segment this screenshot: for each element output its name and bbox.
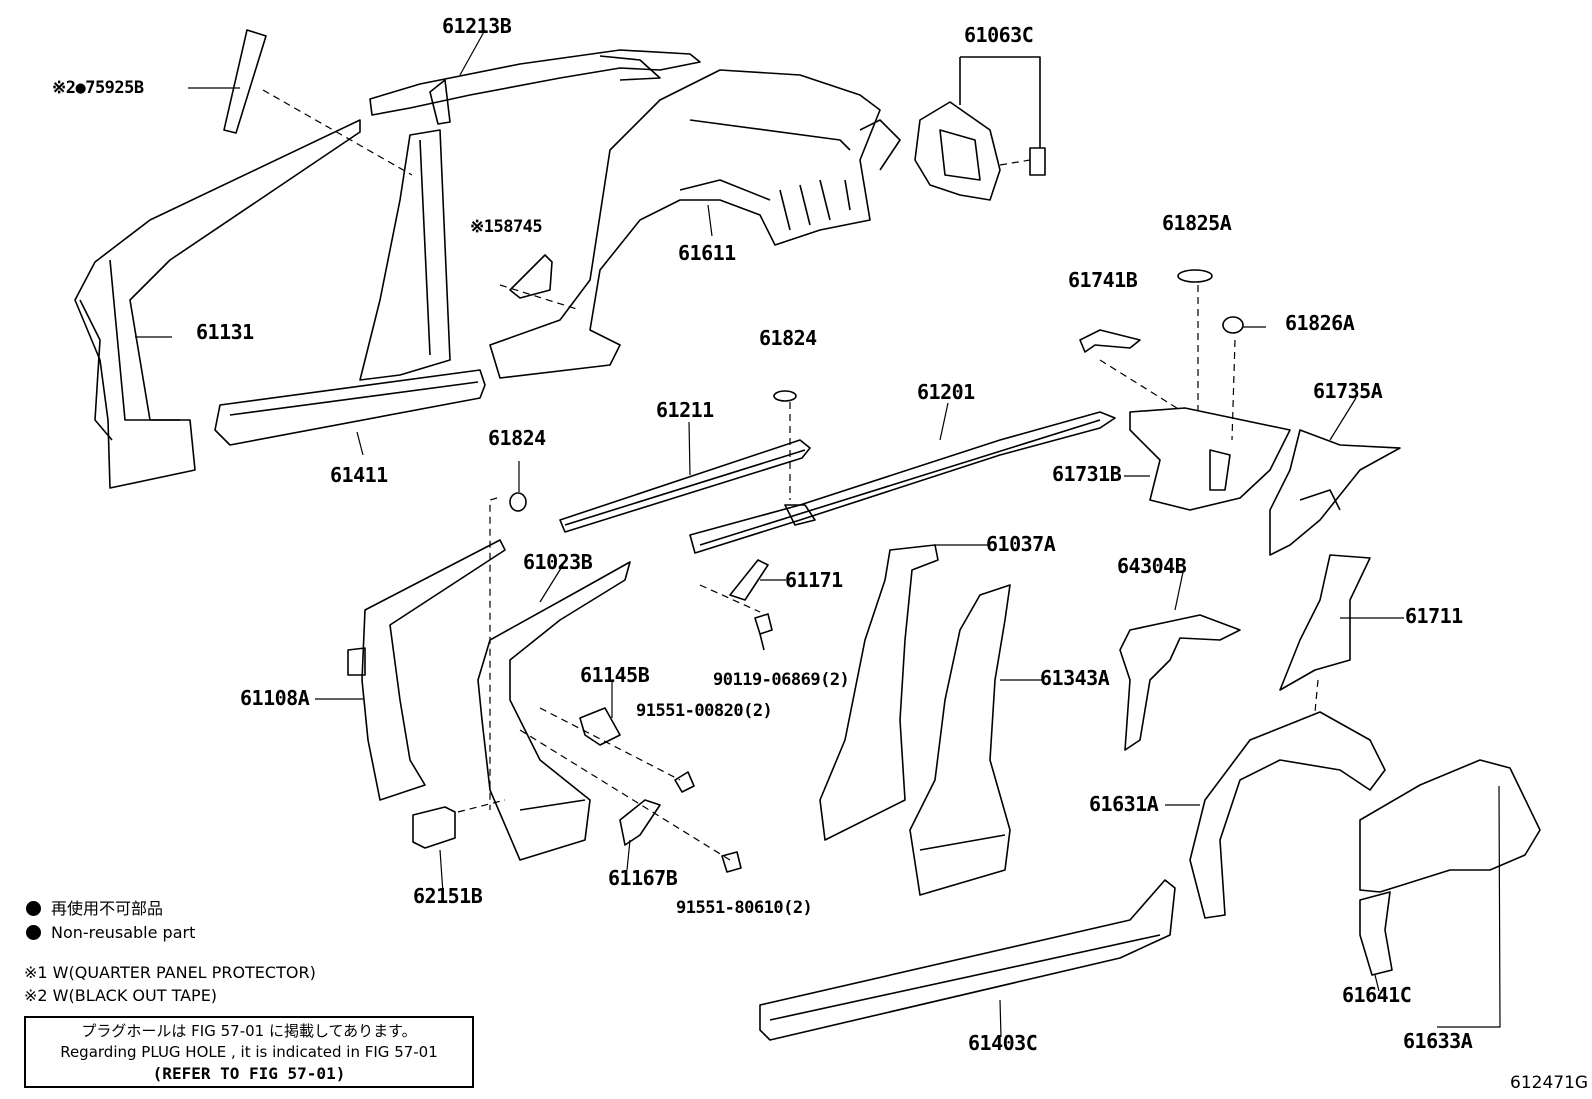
label-61211: 61211 — [656, 398, 714, 422]
part-61108a — [347, 539, 506, 801]
label-61741b: 61741B — [1068, 268, 1138, 292]
legend-nonreusable-en-text: Non-reusable part — [51, 923, 196, 942]
label-61343a: 61343A — [1040, 666, 1110, 690]
label-90119-06869: 90119-06869(2) — [713, 670, 850, 690]
label-61023b: 61023B — [523, 550, 593, 574]
label-61641c: 61641C — [1342, 983, 1412, 1007]
part-61731b — [1129, 407, 1291, 511]
label-61403c: 61403C — [968, 1031, 1038, 1055]
label-61611: 61611 — [678, 241, 736, 265]
part-61741b — [1079, 329, 1141, 353]
label-61063c: 61063C — [964, 23, 1034, 47]
part-61411 — [214, 129, 486, 446]
part-61171 — [729, 559, 769, 601]
legend-nonreusable-jp-text: 再使用不可部品 — [51, 899, 164, 918]
part-64304b — [1119, 614, 1241, 751]
plug-hole-note-box: プラグホールは FIG 57-01 に掲載してあります。 Regarding P… — [24, 1016, 474, 1088]
bolt-90119 — [754, 613, 773, 651]
legend-note-2: ※2 W(BLACK OUT TAPE) — [24, 986, 218, 1005]
legend-nonreusable-jp: 再使用不可部品 — [26, 901, 163, 917]
label-61037a: 61037A — [986, 532, 1056, 556]
part-61211 — [559, 439, 811, 533]
label-61108a: 61108A — [240, 686, 310, 710]
part-61131 — [74, 119, 361, 489]
label-61711: 61711 — [1405, 604, 1463, 628]
part-61824-left — [509, 492, 527, 512]
label-61824-top: 61824 — [759, 326, 817, 350]
label-61633a: 61633A — [1403, 1029, 1473, 1053]
bullet-icon — [26, 901, 41, 916]
plug-box-line-2: Regarding PLUG HOLE , it is indicated in… — [60, 1043, 438, 1061]
part-61735a — [1269, 429, 1401, 556]
label-61731b: 61731B — [1052, 462, 1122, 486]
label-61631a: 61631A — [1089, 792, 1159, 816]
part-61145b — [579, 707, 621, 746]
part-62151b — [412, 806, 456, 849]
part-61037a — [819, 544, 939, 841]
part-61631a — [1189, 711, 1386, 919]
label-91551-00820: 91551-00820(2) — [636, 701, 773, 721]
part-61633a — [1359, 759, 1541, 893]
part-61824-top — [773, 390, 797, 402]
label-61167b: 61167B — [608, 866, 678, 890]
part-75925b — [223, 29, 267, 134]
part-158745 — [509, 254, 553, 299]
label-61131: 61131 — [196, 320, 254, 344]
bullet-icon — [26, 925, 41, 940]
legend-nonreusable-en: Non-reusable part — [26, 925, 195, 941]
label-61825a: 61825A — [1162, 211, 1232, 235]
part-61201 — [689, 411, 1116, 554]
plug-box-line-3: (REFER TO FIG 57-01) — [152, 1064, 346, 1083]
label-61171: 61171 — [785, 568, 843, 592]
label-61201: 61201 — [917, 380, 975, 404]
label-61213b: 61213B — [442, 14, 512, 38]
part-61611 — [489, 69, 901, 379]
label-61735a: 61735A — [1313, 379, 1383, 403]
label-61824-left: 61824 — [488, 426, 546, 450]
figure-id: 612471G — [1510, 1073, 1589, 1093]
label-62151b: 62151B — [413, 884, 483, 908]
label-64304b: 64304B — [1117, 554, 1187, 578]
bolt-91551-00820 — [674, 771, 695, 793]
bolt-91551-80610 — [721, 851, 742, 873]
label-75925b: ※2●75925B — [52, 78, 144, 98]
legend-note-1: ※1 W(QUARTER PANEL PROTECTOR) — [24, 963, 316, 982]
part-61825a — [1177, 269, 1213, 283]
part-61167b — [619, 799, 661, 846]
part-61403c — [759, 879, 1176, 1041]
part-61711 — [1279, 554, 1371, 691]
plug-box-line-1: プラグホールは FIG 57-01 に掲載してあります。 — [81, 1022, 417, 1040]
label-158745: ※158745 — [470, 217, 543, 237]
label-61145b: 61145B — [580, 663, 650, 687]
part-61343a — [909, 584, 1011, 896]
part-61213b — [369, 49, 701, 125]
label-91551-80610: 91551-80610(2) — [676, 898, 813, 918]
label-61826a: 61826A — [1285, 311, 1355, 335]
part-61641c — [1359, 891, 1393, 976]
part-61826a — [1222, 316, 1244, 334]
part-61063c — [914, 56, 1046, 201]
part-61023b — [477, 561, 631, 861]
label-61411: 61411 — [330, 463, 388, 487]
